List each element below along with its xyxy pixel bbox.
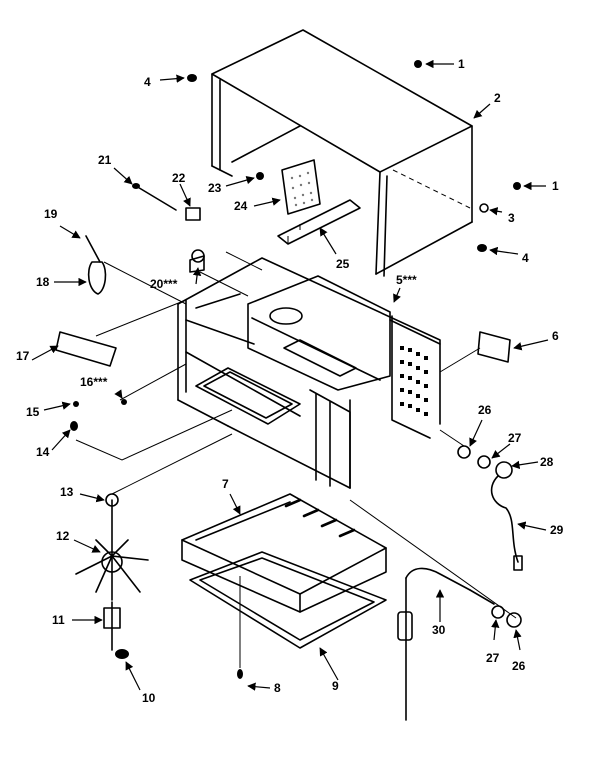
power-cord: [490, 461, 523, 571]
callout-9: 9: [332, 679, 339, 693]
callout-5: 5***: [396, 273, 417, 287]
tray-frame: [189, 551, 387, 649]
callout-1-top: 1: [458, 57, 465, 71]
callout-4-right: 4: [522, 251, 529, 265]
callout-26-lower: 26: [512, 659, 526, 673]
callout-10: 10: [142, 691, 156, 705]
callout-26-upper: 26: [478, 403, 492, 417]
callout-14: 14: [36, 445, 50, 459]
callout-7: 7: [222, 477, 229, 491]
callout-labels: 1 1 2 3 4 4 5*** 6 7 8 9 10 11 12 13 14 …: [16, 57, 564, 705]
callout-21: 21: [98, 153, 112, 167]
leader-arrows: [31, 59, 549, 691]
callout-27-lower: 27: [486, 651, 500, 665]
callout-1-right: 1: [552, 179, 559, 193]
callout-12: 12: [56, 529, 70, 543]
callout-24: 24: [234, 199, 248, 213]
callout-11: 11: [52, 613, 65, 627]
callout-3: 3: [508, 211, 515, 225]
callout-2: 2: [494, 91, 501, 105]
oven-chassis: [177, 257, 441, 489]
callout-19: 19: [44, 207, 58, 221]
callout-27-upper: 27: [508, 431, 522, 445]
relation-lines: [75, 251, 517, 668]
callout-25: 25: [336, 257, 350, 271]
callout-13: 13: [60, 485, 74, 499]
light-bar: [277, 199, 361, 245]
hardware-parts: [55, 60, 522, 679]
callout-23: 23: [208, 181, 222, 195]
callout-30: 30: [432, 623, 446, 637]
callout-6: 6: [552, 329, 559, 343]
grease-tray: [181, 493, 387, 613]
callout-29: 29: [550, 523, 564, 537]
callout-22: 22: [172, 171, 186, 185]
callout-17: 17: [16, 349, 30, 363]
callout-15: 15: [26, 405, 40, 419]
callout-28: 28: [540, 455, 554, 469]
callout-8: 8: [274, 681, 281, 695]
callout-4-left: 4: [144, 75, 151, 89]
callout-16: 16***: [80, 375, 108, 389]
outer-cabinet-wrapper: [211, 29, 473, 277]
stirrer-fan-assembly: [75, 493, 149, 659]
temperature-probe: [397, 567, 495, 721]
callout-18: 18: [36, 275, 50, 289]
vent-filter: [281, 159, 321, 215]
callout-20: 20***: [150, 277, 178, 291]
